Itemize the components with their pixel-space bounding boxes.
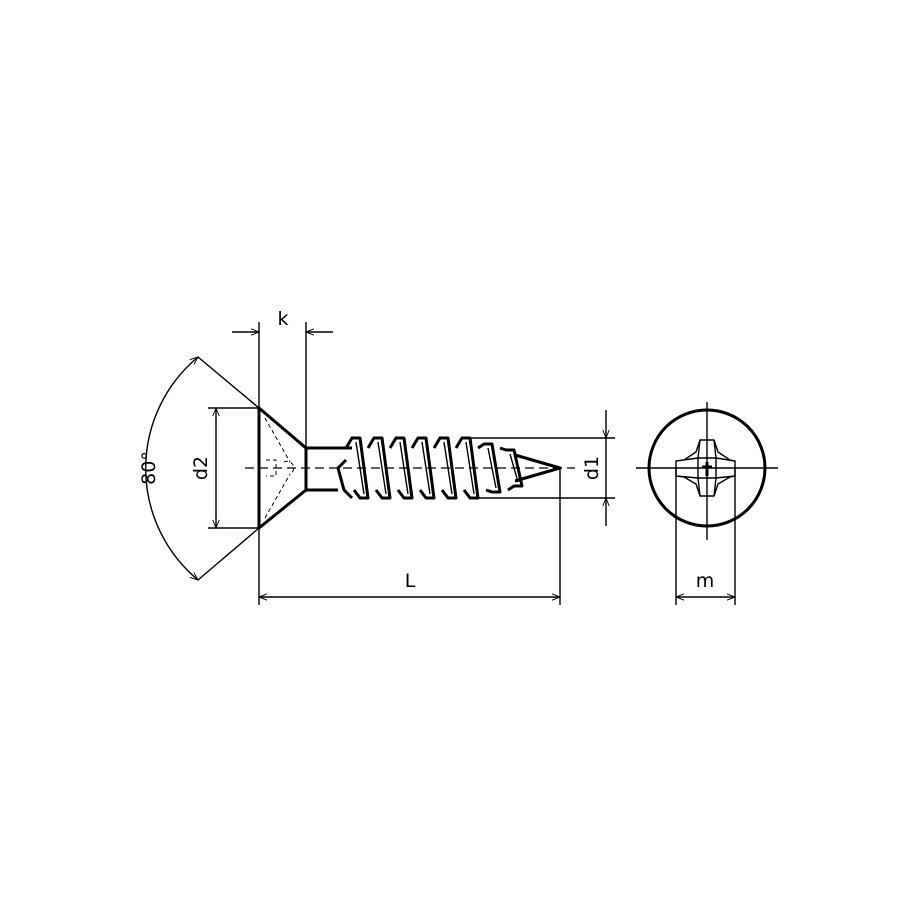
thread-crest bbox=[499, 446, 524, 492]
thread-crest bbox=[432, 436, 458, 500]
shank bbox=[306, 446, 352, 492]
screw-end-view bbox=[636, 402, 778, 540]
thread-crest bbox=[477, 442, 502, 494]
screw-side-view bbox=[197, 356, 575, 581]
dimension-k: k bbox=[232, 308, 333, 448]
countersink-angle-extension bbox=[197, 356, 260, 581]
cross-center bbox=[702, 462, 712, 476]
label-angle: 80° bbox=[138, 451, 160, 485]
label-m: m bbox=[696, 570, 715, 592]
thread-start bbox=[336, 458, 354, 500]
phillips-recess-icon bbox=[675, 439, 736, 497]
dimension-d1: d1 bbox=[462, 410, 615, 526]
thread-root bbox=[377, 441, 387, 495]
dimension-L: L bbox=[257, 468, 562, 605]
label-d1: d1 bbox=[581, 456, 603, 480]
label-d2: d2 bbox=[190, 456, 212, 480]
thread-root bbox=[421, 441, 431, 495]
dimension-angle: 80° bbox=[138, 356, 199, 581]
label-k: k bbox=[277, 308, 288, 330]
dimension-m: m bbox=[674, 468, 737, 605]
label-L: L bbox=[405, 570, 416, 592]
